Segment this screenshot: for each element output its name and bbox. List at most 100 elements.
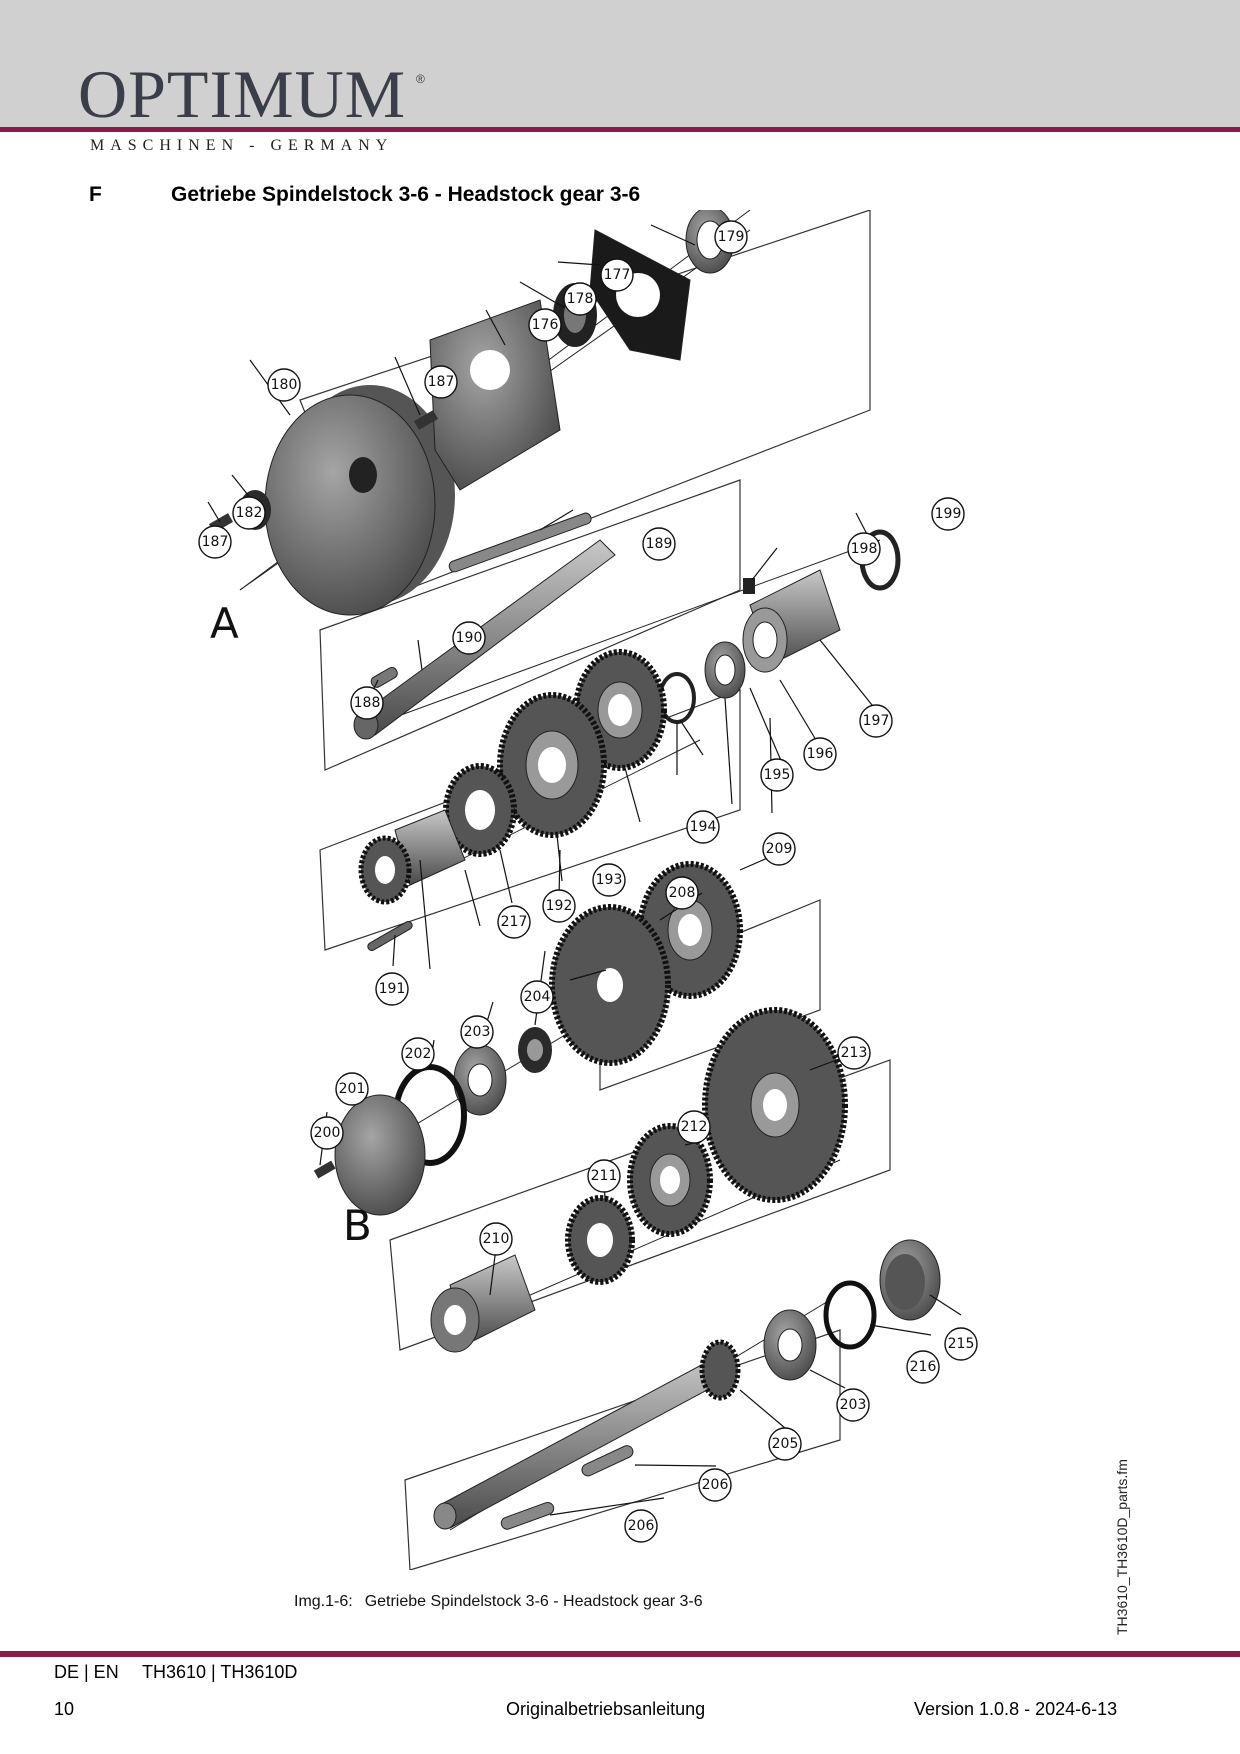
callout-number: 209 xyxy=(766,841,793,857)
axis-line xyxy=(359,539,881,731)
callout-number: 189 xyxy=(646,536,673,552)
callout: 182 xyxy=(232,496,266,530)
callout-number: 192 xyxy=(546,898,573,914)
sleeve-210 xyxy=(430,1254,536,1353)
brand-logo: OPTIMUM xyxy=(78,56,407,132)
callout-number: 212 xyxy=(681,1119,708,1135)
callout: 203 xyxy=(836,1388,870,1422)
callout-number: 194 xyxy=(690,819,717,835)
callout: 192 xyxy=(542,889,576,923)
footer-version: Version 1.0.8 - 2024-6-13 xyxy=(914,1699,1118,1719)
figure-caption: Img.1-6:Getriebe Spindelstock 3-6 - Head… xyxy=(294,1593,703,1611)
callout: 179 xyxy=(714,220,748,254)
header-band xyxy=(0,0,1240,128)
callout-number: 197 xyxy=(863,713,890,729)
bearing-203-bottom xyxy=(763,1309,817,1381)
callout-number: 190 xyxy=(456,630,483,646)
sleeve-197 xyxy=(742,569,841,673)
callout: 210 xyxy=(479,1222,513,1256)
key-206-upper xyxy=(581,1445,634,1477)
callout-number: 200 xyxy=(314,1125,341,1141)
callout: 187 xyxy=(198,525,232,559)
callout-number: 187 xyxy=(202,534,229,550)
seal-204 xyxy=(518,1027,552,1073)
section-title: Getriebe Spindelstock 3-6 - Headstock ge… xyxy=(171,183,641,206)
callout: 190 xyxy=(452,621,486,655)
key-189 xyxy=(448,512,592,573)
caption-label: Img.1-6: xyxy=(294,1593,353,1610)
gear-211 xyxy=(565,1195,635,1285)
callout: 217 xyxy=(497,905,531,939)
callout: 195 xyxy=(760,758,794,792)
callout-number: 195 xyxy=(764,767,791,783)
callout-number: 177 xyxy=(604,267,631,283)
header-accent-rule xyxy=(0,127,1240,132)
callout-number: 196 xyxy=(807,746,834,762)
callout-number: 217 xyxy=(501,914,528,930)
callout-number: 188 xyxy=(354,695,381,711)
callout: 215 xyxy=(944,1327,978,1361)
bearing-196 xyxy=(704,641,746,699)
callout-number: 203 xyxy=(840,1397,867,1413)
screw-187-top xyxy=(413,410,439,430)
pulley-180 xyxy=(264,385,455,616)
callout: 206 xyxy=(624,1509,658,1543)
registered-mark: ® xyxy=(416,72,425,86)
screw-200 xyxy=(313,1160,336,1179)
callout: 209 xyxy=(762,832,796,866)
gear-193 xyxy=(497,692,607,838)
callout: 187 xyxy=(424,365,458,399)
callout-number: 213 xyxy=(841,1045,868,1061)
callout-number: 182 xyxy=(236,505,263,521)
callout: 212 xyxy=(677,1110,711,1144)
callout: 208 xyxy=(665,876,699,910)
callout-number: 215 xyxy=(948,1336,975,1352)
callout-number: 211 xyxy=(591,1168,618,1184)
cover-201 xyxy=(334,1094,426,1216)
callout: 177 xyxy=(600,258,634,292)
callout-number: 198 xyxy=(851,541,878,557)
bearing-203-top xyxy=(453,1044,507,1116)
callout: 211 xyxy=(587,1159,621,1193)
callout-number: 216 xyxy=(910,1359,937,1375)
shaft-205 xyxy=(433,1339,741,1530)
callout-number: 187 xyxy=(428,374,455,390)
exploded-parts-diagram: A B 179 177 178 176 180 187 182 187 189 … xyxy=(198,210,978,1570)
callout-number: 206 xyxy=(702,1477,729,1493)
callout: 191 xyxy=(375,972,409,1006)
callout: 213 xyxy=(837,1036,871,1070)
side-filename: TH3610_TH3610D_parts.fm xyxy=(1114,1459,1130,1635)
footer-page-number: 10 xyxy=(54,1699,75,1719)
callout-number: 206 xyxy=(628,1518,655,1534)
callout-number: 193 xyxy=(596,872,623,888)
callout-number: 199 xyxy=(935,506,962,522)
callout: 204 xyxy=(520,980,554,1014)
callout-number: 202 xyxy=(405,1046,432,1062)
ring-216 xyxy=(823,1280,877,1350)
bearing-cup-215 xyxy=(879,1239,941,1321)
view-label-a: A xyxy=(210,599,239,648)
key-188 xyxy=(370,667,398,688)
callout: 189 xyxy=(642,527,676,561)
callout: 197 xyxy=(859,704,893,738)
callout: 206 xyxy=(698,1468,732,1502)
callout-number: 204 xyxy=(524,989,551,1005)
callout: 199 xyxy=(931,497,965,531)
callout-number: 208 xyxy=(669,885,696,901)
sleeve-gear-217 xyxy=(358,809,466,905)
callout: 180 xyxy=(267,368,301,402)
gasket-177 xyxy=(589,229,691,361)
callout: 178 xyxy=(563,282,597,316)
callout: 196 xyxy=(803,737,837,771)
flange-plate-176 xyxy=(429,299,561,491)
frame-group-shaft-a xyxy=(319,479,741,771)
brand-tagline: MASCHINEN - GERMANY xyxy=(90,137,394,154)
footer-languages: DE | EN xyxy=(54,1662,119,1682)
callout: 200 xyxy=(310,1116,344,1150)
callout-number: 201 xyxy=(339,1081,366,1097)
pin-191 xyxy=(367,921,413,951)
pin-198 xyxy=(743,578,755,594)
footer-models: TH3610 | TH3610D xyxy=(142,1662,298,1682)
callout: 193 xyxy=(592,863,626,897)
callout: 188 xyxy=(350,686,384,720)
